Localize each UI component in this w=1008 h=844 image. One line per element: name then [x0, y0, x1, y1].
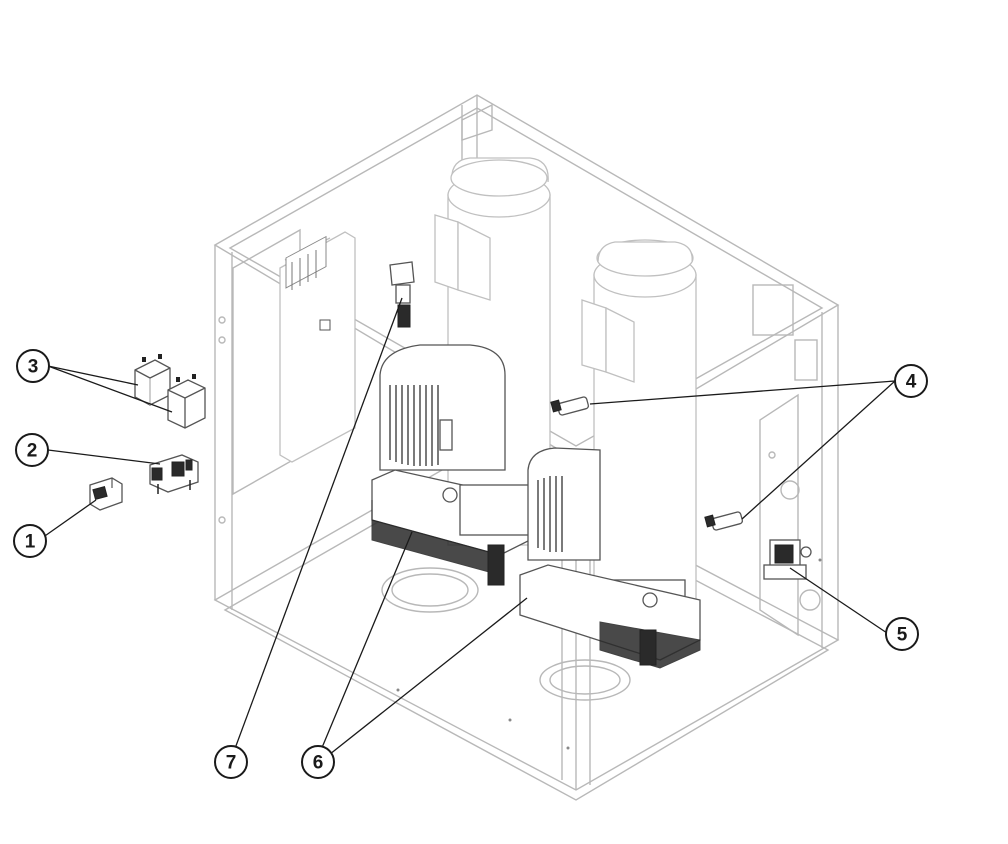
callout-4: 4	[894, 364, 928, 398]
component-3-relay-a	[134, 354, 171, 406]
component-2-module	[149, 454, 199, 494]
callout-3-label: 3	[28, 357, 39, 378]
callout-5-label: 5	[897, 625, 908, 646]
callout-1-label: 1	[25, 532, 36, 553]
component-7-connector	[389, 261, 415, 328]
callout-7-label: 7	[226, 753, 237, 774]
pump-motor-left	[371, 157, 551, 586]
callout-6: 6	[301, 745, 335, 779]
leader-lines	[41, 297, 896, 763]
motor-cooling-fins-right	[537, 476, 563, 552]
callout-7: 7	[214, 745, 248, 779]
terminal-strip	[285, 235, 327, 290]
callout-2-label: 2	[27, 441, 38, 462]
callout-6-label: 6	[313, 753, 324, 774]
callout-2: 2	[15, 433, 49, 467]
callout-4-label: 4	[906, 372, 917, 393]
motor-cooling-fins	[389, 385, 439, 466]
component-5-solenoid-valve	[763, 539, 812, 580]
pump-motor-right	[519, 239, 701, 669]
component-1-switch	[89, 477, 123, 511]
component-4-sensor-upper	[550, 396, 590, 416]
callout-3: 3	[16, 349, 50, 383]
component-3-relay-b	[167, 374, 206, 429]
callout-1: 1	[13, 524, 47, 558]
component-4-sensor-lower	[704, 511, 744, 531]
callout-5: 5	[885, 617, 919, 651]
control-box	[279, 231, 356, 463]
